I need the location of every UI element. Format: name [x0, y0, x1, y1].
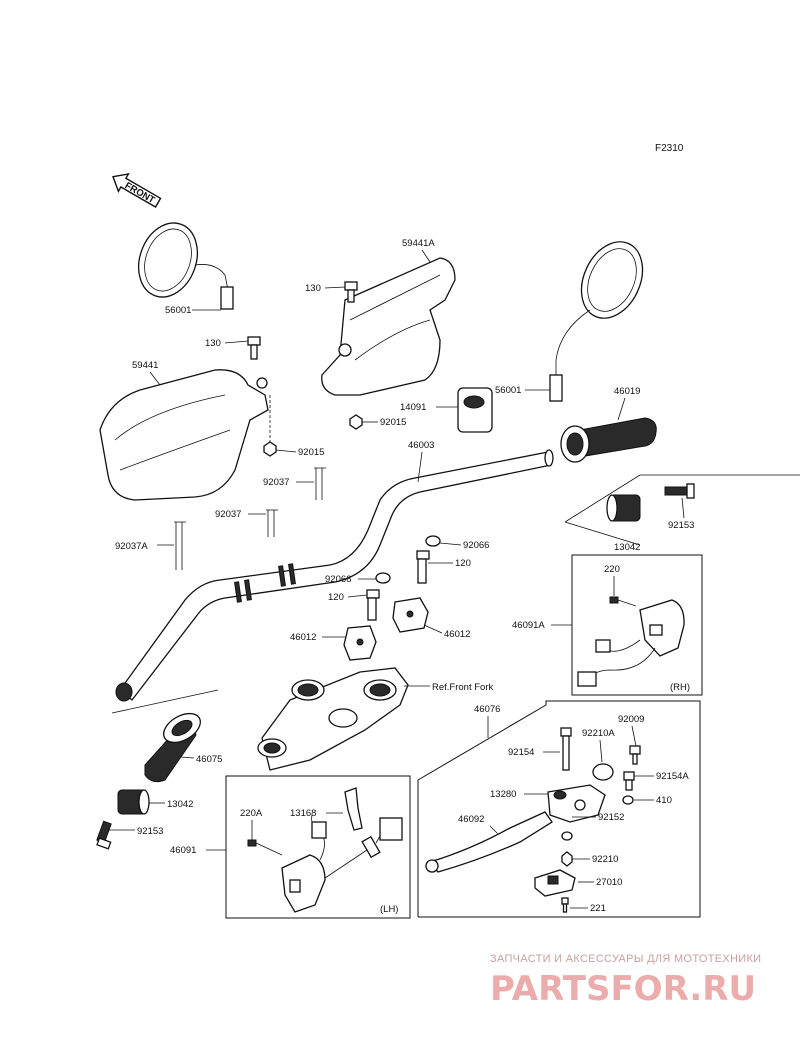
part-92066-a: 92066 [463, 540, 489, 551]
part-92153-right: 92153 [668, 520, 694, 531]
clip-92037-b [266, 509, 278, 537]
upper-triple-clamp [257, 667, 409, 771]
part-46091: 46091 [170, 845, 196, 856]
part-46092: 46092 [458, 814, 484, 825]
screw-220A [247, 839, 283, 856]
part-46003: 46003 [408, 440, 434, 451]
part-92210A: 92210A [582, 728, 615, 739]
figure-code: F2310 [655, 143, 684, 154]
grip-46075 [144, 712, 201, 783]
part-221: 221 [590, 903, 606, 914]
weight-13042-right [606, 494, 641, 522]
front-arrow-label: FRONT [123, 180, 157, 206]
part-13042-right: 13042 [614, 542, 640, 553]
part-92154: 92154 [508, 747, 534, 758]
weight-13042-left [117, 789, 150, 815]
part-27010: 27010 [596, 877, 622, 888]
lever-13168 [344, 787, 363, 831]
bolt-130-center [344, 281, 358, 303]
part-120-b: 120 [328, 592, 344, 603]
part-13042-left: 13042 [167, 799, 193, 810]
lever-box [417, 700, 701, 918]
part-46019: 46019 [614, 386, 640, 397]
lh-label: (LH) [380, 904, 398, 915]
part-92152: 92152 [598, 812, 624, 823]
bolt-120-a [416, 550, 430, 584]
washer-92152 [561, 831, 573, 841]
washer-92066-b [375, 572, 391, 584]
bolt-130-left [247, 336, 261, 360]
part-46012-left: 46012 [290, 632, 316, 643]
lh-switch-box [225, 775, 411, 919]
part-92066-b: 92066 [325, 574, 351, 585]
part-59441A: 59441A [402, 238, 435, 249]
watermark-brand: PARTSFOR.RU [490, 969, 756, 1009]
part-92210: 92210 [592, 854, 618, 865]
nut-92210 [561, 851, 573, 867]
part-130-left: 130 [205, 338, 221, 349]
nut-92210A [592, 763, 614, 781]
part-120-a: 120 [455, 558, 471, 569]
part-13168: 13168 [290, 808, 316, 819]
switch-46091 [281, 814, 403, 913]
bolt-120-b [366, 589, 380, 621]
left-mirror [138, 222, 234, 310]
screw-92009 [629, 745, 641, 765]
screw-221 [561, 897, 569, 913]
part-46076: 46076 [474, 704, 500, 715]
holder-46012-left [343, 625, 377, 661]
part-46091A: 46091A [512, 620, 545, 631]
holder-46012-right [392, 597, 429, 633]
ref-front-fork: Ref.Front Fork [432, 682, 493, 693]
part-92154A: 92154A [656, 771, 689, 782]
part-46075: 46075 [196, 754, 222, 765]
part-220A: 220A [240, 808, 263, 819]
screw-220-rh [609, 596, 637, 607]
left-handguard [99, 369, 269, 501]
part-130-center: 130 [305, 283, 321, 294]
part-92153-left: 92153 [137, 826, 163, 837]
lever-46092 [425, 811, 553, 873]
switch-27010 [534, 869, 576, 897]
bolt-92154A [623, 771, 635, 791]
part-14091: 14091 [400, 402, 426, 413]
part-56001-left: 56001 [165, 305, 191, 316]
clip-92037-a [314, 467, 326, 500]
cap-14091 [457, 387, 493, 433]
part-92037: 92037 [263, 477, 289, 488]
nut-92015-left [263, 441, 277, 457]
part-92009: 92009 [618, 714, 644, 725]
handlebar-46003 [115, 449, 554, 702]
throttle-grip-46019 [560, 417, 657, 463]
lever-holder-13280 [547, 784, 606, 823]
washer-410 [622, 795, 634, 805]
right-handguard [321, 257, 456, 396]
part-92015-left: 92015 [298, 447, 324, 458]
nut-92015-center [349, 414, 363, 430]
rh-label: (RH) [670, 682, 690, 693]
bolt-92154 [560, 727, 572, 771]
front-arrow-icon: FRONT [112, 173, 162, 208]
part-92037A: 92037A [115, 541, 148, 552]
part-46012-right: 46012 [444, 629, 470, 640]
part-13280: 13280 [490, 789, 516, 800]
switch-46091A [577, 599, 685, 687]
washer-92066-a [425, 535, 441, 547]
part-220-rh: 220 [604, 564, 620, 575]
right-mirror [549, 241, 644, 402]
part-92037-b: 92037 [215, 509, 241, 520]
part-92015-center: 92015 [380, 417, 406, 428]
part-410: 410 [656, 795, 672, 806]
part-59441: 59441 [132, 360, 158, 371]
bolt-92153-left [96, 820, 112, 850]
part-56001-right: 56001 [495, 385, 521, 396]
bolt-92153-right [664, 483, 695, 499]
watermark-tagline: ЗАПЧАСТИ И АКСЕССУАРЫ ДЛЯ МОТОТЕХНИКИ [490, 953, 761, 965]
clip-92037A [174, 521, 186, 570]
